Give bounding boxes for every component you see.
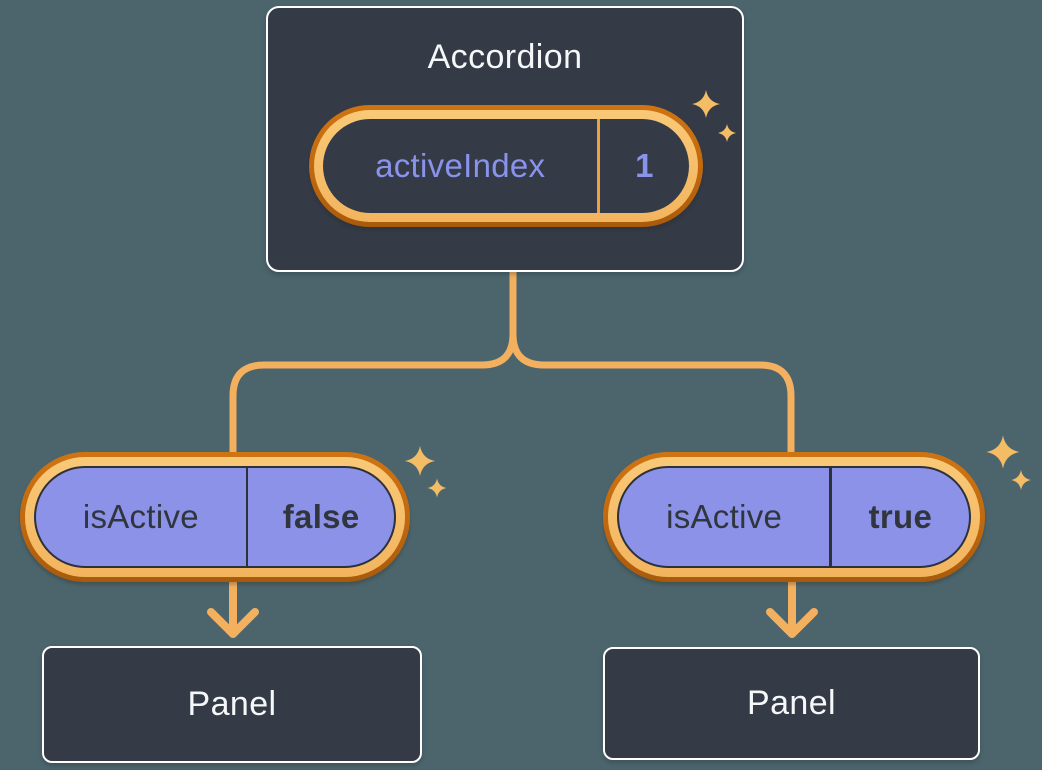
pill-ring: isActive true — [608, 457, 980, 577]
prop-pill-left: isActive false — [20, 452, 410, 582]
prop-value-label: true — [868, 498, 933, 535]
accordion-title: Accordion — [427, 38, 583, 76]
state-name-label: activeIndex — [375, 147, 546, 184]
arrow-down-icon — [207, 579, 259, 638]
prop-value-label: false — [282, 498, 360, 535]
prop-pill-right: isActive true — [603, 452, 985, 582]
arrow-down-icon — [766, 579, 818, 638]
panel-label: Panel — [187, 685, 277, 723]
state-value-label: 1 — [635, 147, 654, 184]
tree-connector-right — [509, 268, 795, 456]
panel-box-left: Panel — [42, 646, 422, 763]
pill-divider — [829, 468, 832, 566]
prop-name-label: isActive — [82, 498, 199, 535]
prop-name-label: isActive — [666, 498, 783, 535]
panel-label: Panel — [747, 684, 836, 722]
pill-divider — [597, 119, 600, 213]
panel-box-right: Panel — [603, 647, 980, 760]
state-pill-activeindex: activeIndex 1 — [309, 105, 703, 227]
tree-connector-left — [229, 268, 517, 456]
pill-ring: activeIndex 1 — [314, 110, 698, 222]
pill-ring: isActive false — [25, 457, 405, 577]
pill-divider — [245, 468, 249, 566]
